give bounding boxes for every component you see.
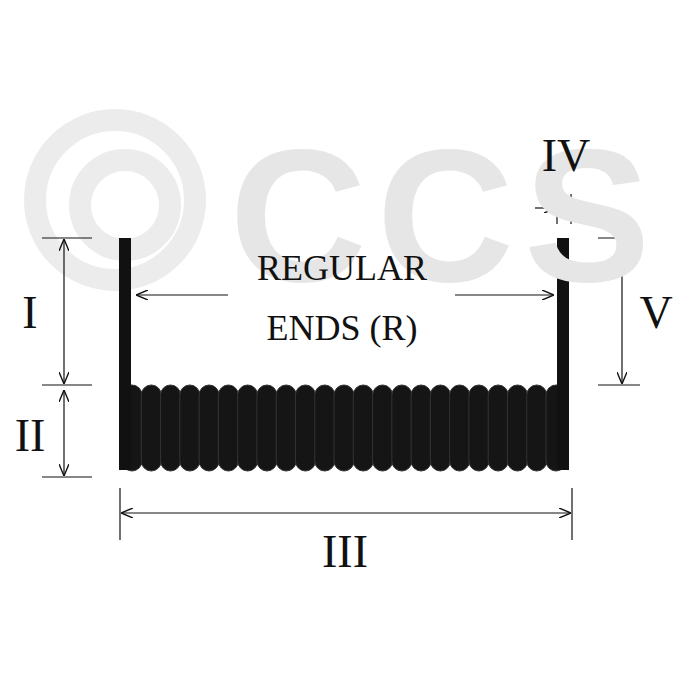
part-label: REGULAR ENDS (R) bbox=[237, 238, 447, 358]
coil-turn bbox=[199, 385, 219, 471]
coil-turn bbox=[257, 385, 277, 471]
watermark-logo bbox=[35, 120, 195, 280]
coil-turn bbox=[315, 385, 335, 471]
dimension-label: IV bbox=[542, 133, 591, 179]
coil-turn bbox=[527, 385, 547, 471]
coil-turn bbox=[411, 385, 431, 471]
coil-turn bbox=[392, 385, 412, 471]
dimension-label: III bbox=[322, 529, 368, 575]
dimension-label: V bbox=[639, 290, 672, 336]
coil-turn bbox=[276, 385, 296, 471]
coil-turn bbox=[295, 385, 315, 471]
dimension-label: II bbox=[15, 413, 46, 459]
spring-coil bbox=[122, 385, 566, 471]
coil-turn bbox=[334, 385, 354, 471]
coil-turn bbox=[430, 385, 450, 471]
left-leg bbox=[119, 238, 131, 470]
coil-turn bbox=[469, 385, 489, 471]
coil-turn bbox=[218, 385, 238, 471]
coil-turn bbox=[488, 385, 508, 471]
coil-turn bbox=[180, 385, 200, 471]
coil-turn bbox=[161, 385, 181, 471]
coil-turn bbox=[141, 385, 161, 471]
dimension-label: I bbox=[22, 290, 37, 336]
coil-turn bbox=[238, 385, 258, 471]
coil-turn bbox=[450, 385, 470, 471]
coil-turn bbox=[353, 385, 373, 471]
coil-turn bbox=[373, 385, 393, 471]
coil-turn bbox=[507, 385, 527, 471]
